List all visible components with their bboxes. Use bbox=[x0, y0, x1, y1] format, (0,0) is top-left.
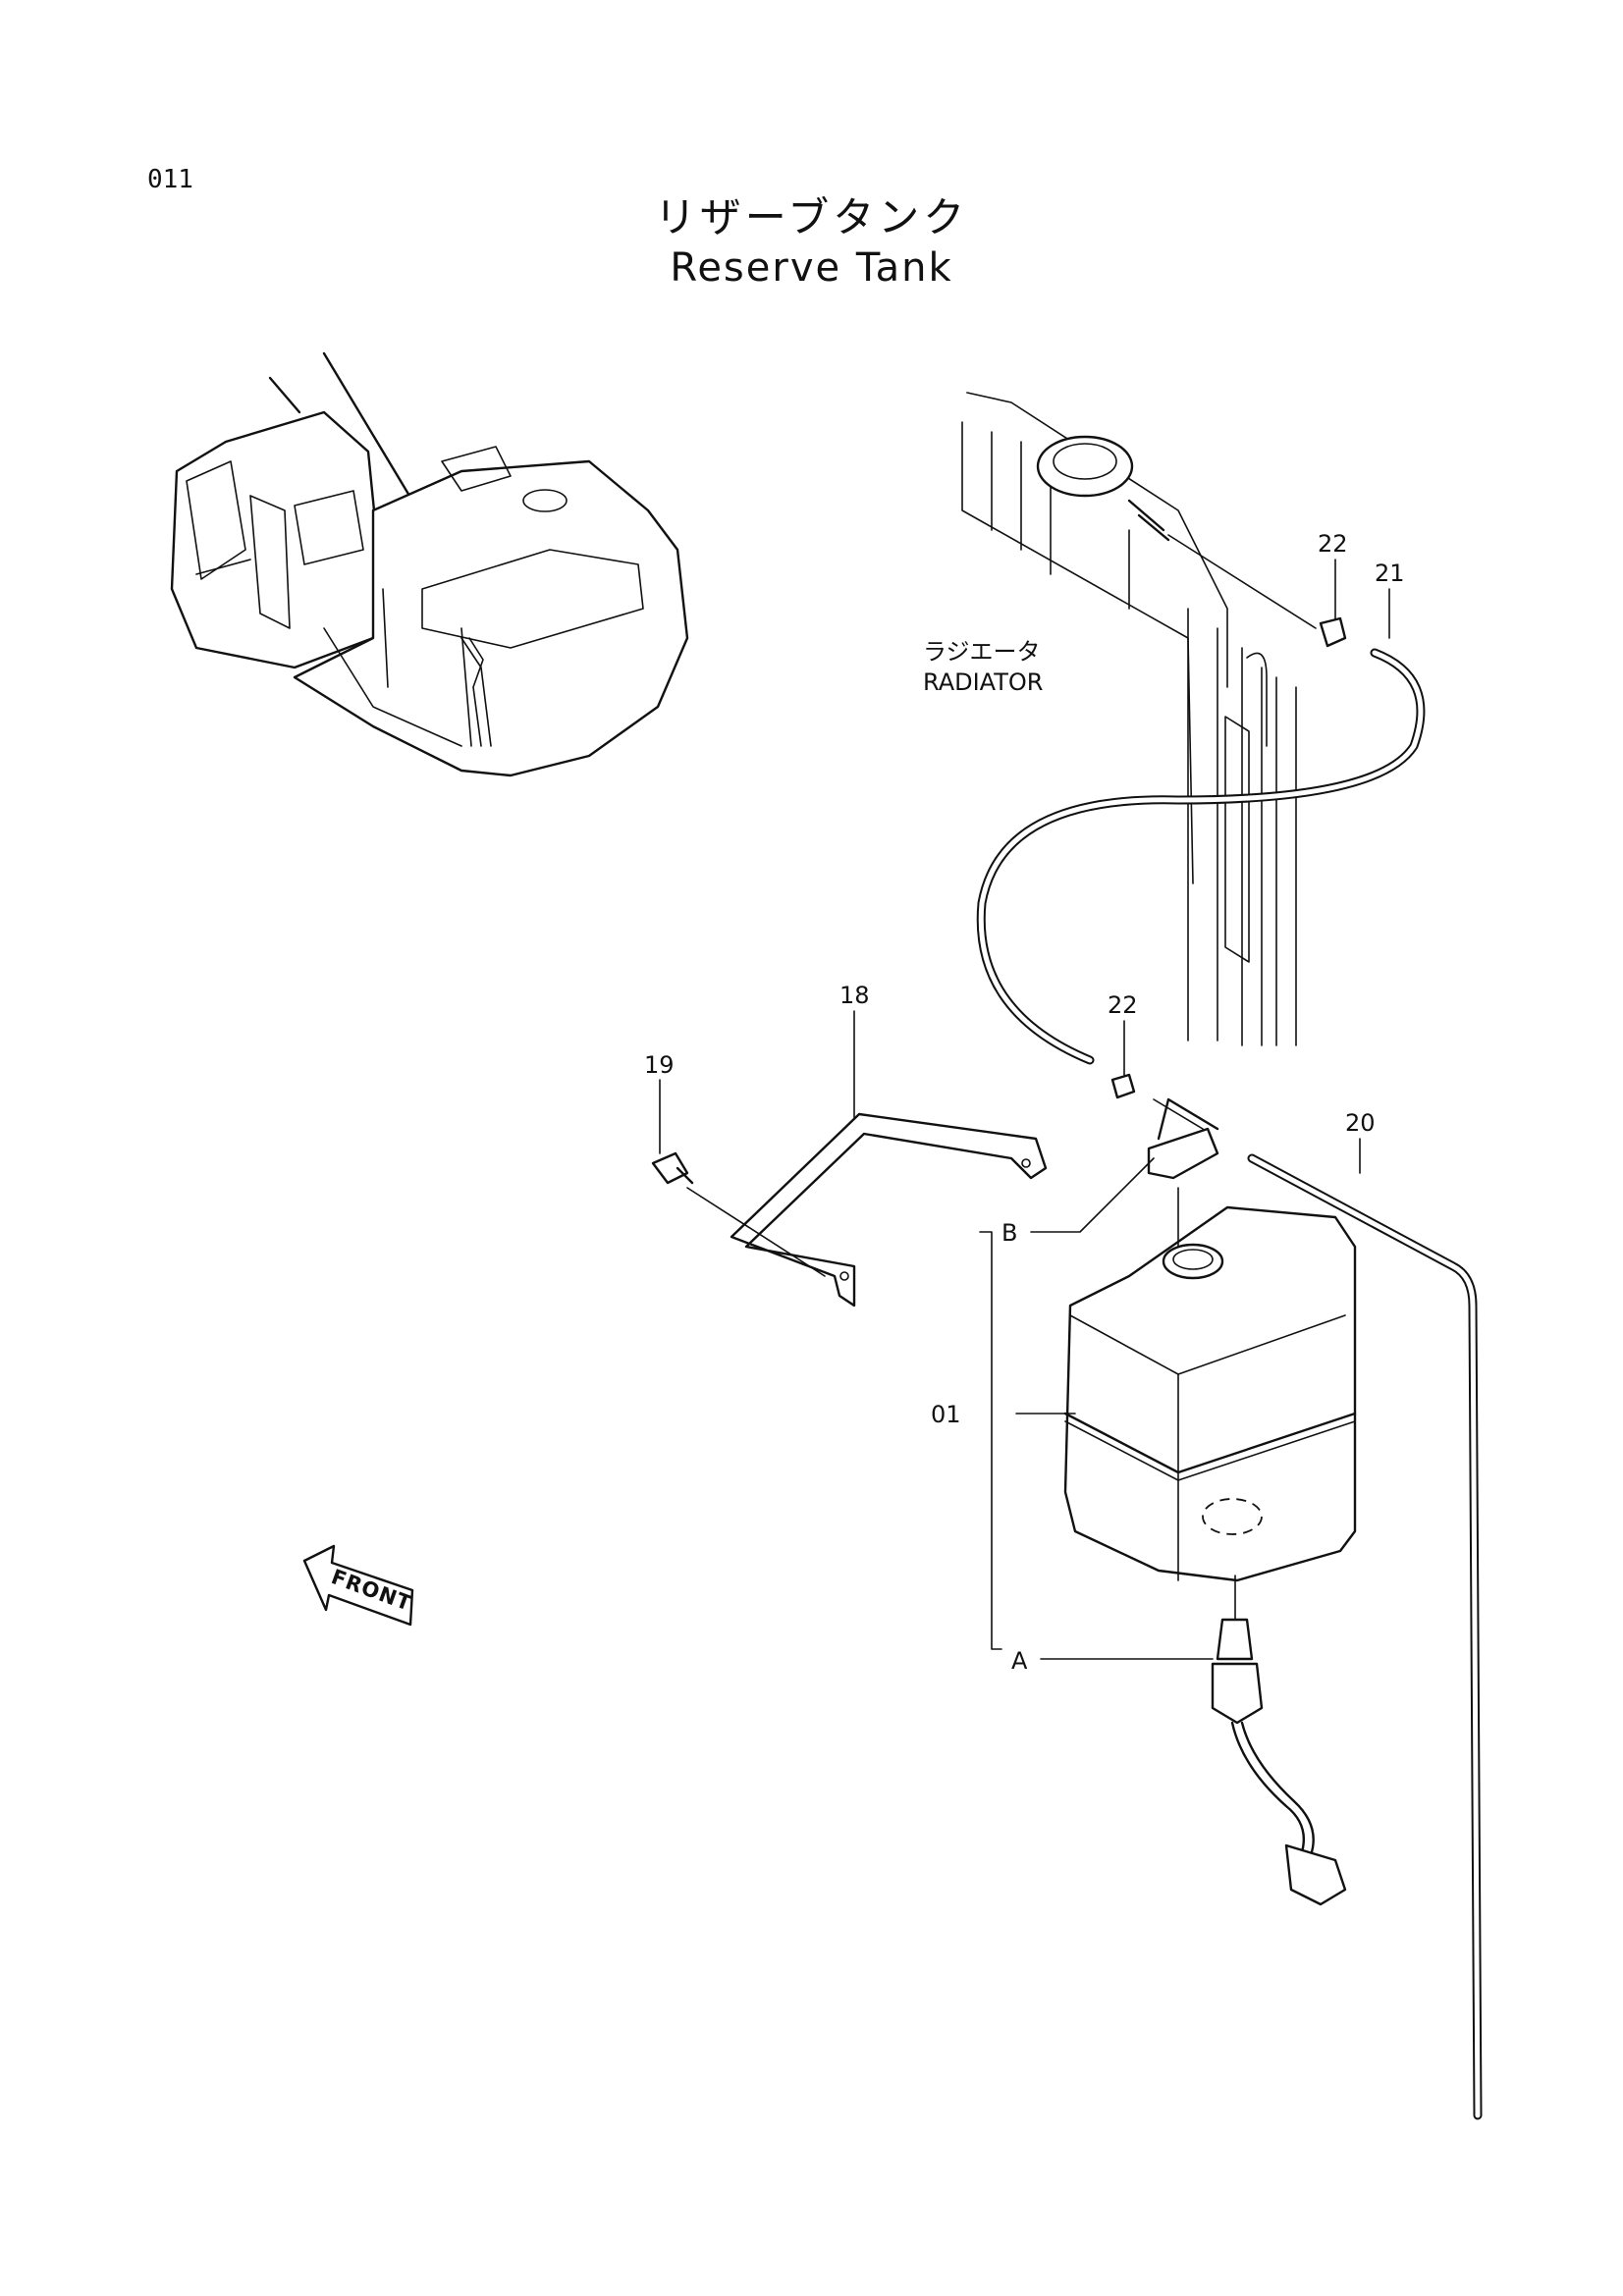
callout-cap-group: B bbox=[1001, 1219, 1017, 1247]
page-title-jp: リザーブタンク bbox=[654, 193, 969, 241]
radiator-label-jp: ラジエータ bbox=[923, 638, 1041, 666]
radiator bbox=[961, 392, 1317, 1046]
bracket bbox=[730, 1112, 1048, 1308]
page-code: 011 bbox=[147, 165, 193, 194]
callout-clamp-upper: 22 bbox=[1318, 530, 1348, 558]
callout-radiator-hose: 21 bbox=[1375, 560, 1405, 587]
reserve-tank bbox=[1063, 1187, 1357, 1582]
radiator-label: RADIATOR bbox=[923, 668, 1043, 696]
front-arrow: FRONT bbox=[302, 1544, 415, 1627]
clamp-upper bbox=[1319, 616, 1347, 648]
callout-sensor-group: A bbox=[1011, 1647, 1028, 1675]
level-sensor bbox=[1211, 1575, 1347, 1906]
tank-cap bbox=[1147, 1097, 1219, 1180]
callout-bracket: 18 bbox=[839, 982, 870, 1009]
page-title: Reserve Tank bbox=[670, 245, 953, 291]
leader-lines bbox=[659, 559, 1390, 1660]
callout-drain-hose: 20 bbox=[1345, 1109, 1376, 1137]
clamp-lower bbox=[1110, 1073, 1136, 1099]
machine-overview bbox=[170, 351, 689, 777]
callout-tank: 01 bbox=[931, 1401, 961, 1428]
radiator-hose bbox=[976, 648, 1426, 1065]
bolt bbox=[651, 1151, 826, 1277]
callout-bolt: 19 bbox=[644, 1051, 675, 1079]
callout-clamp-lower: 22 bbox=[1108, 991, 1138, 1019]
